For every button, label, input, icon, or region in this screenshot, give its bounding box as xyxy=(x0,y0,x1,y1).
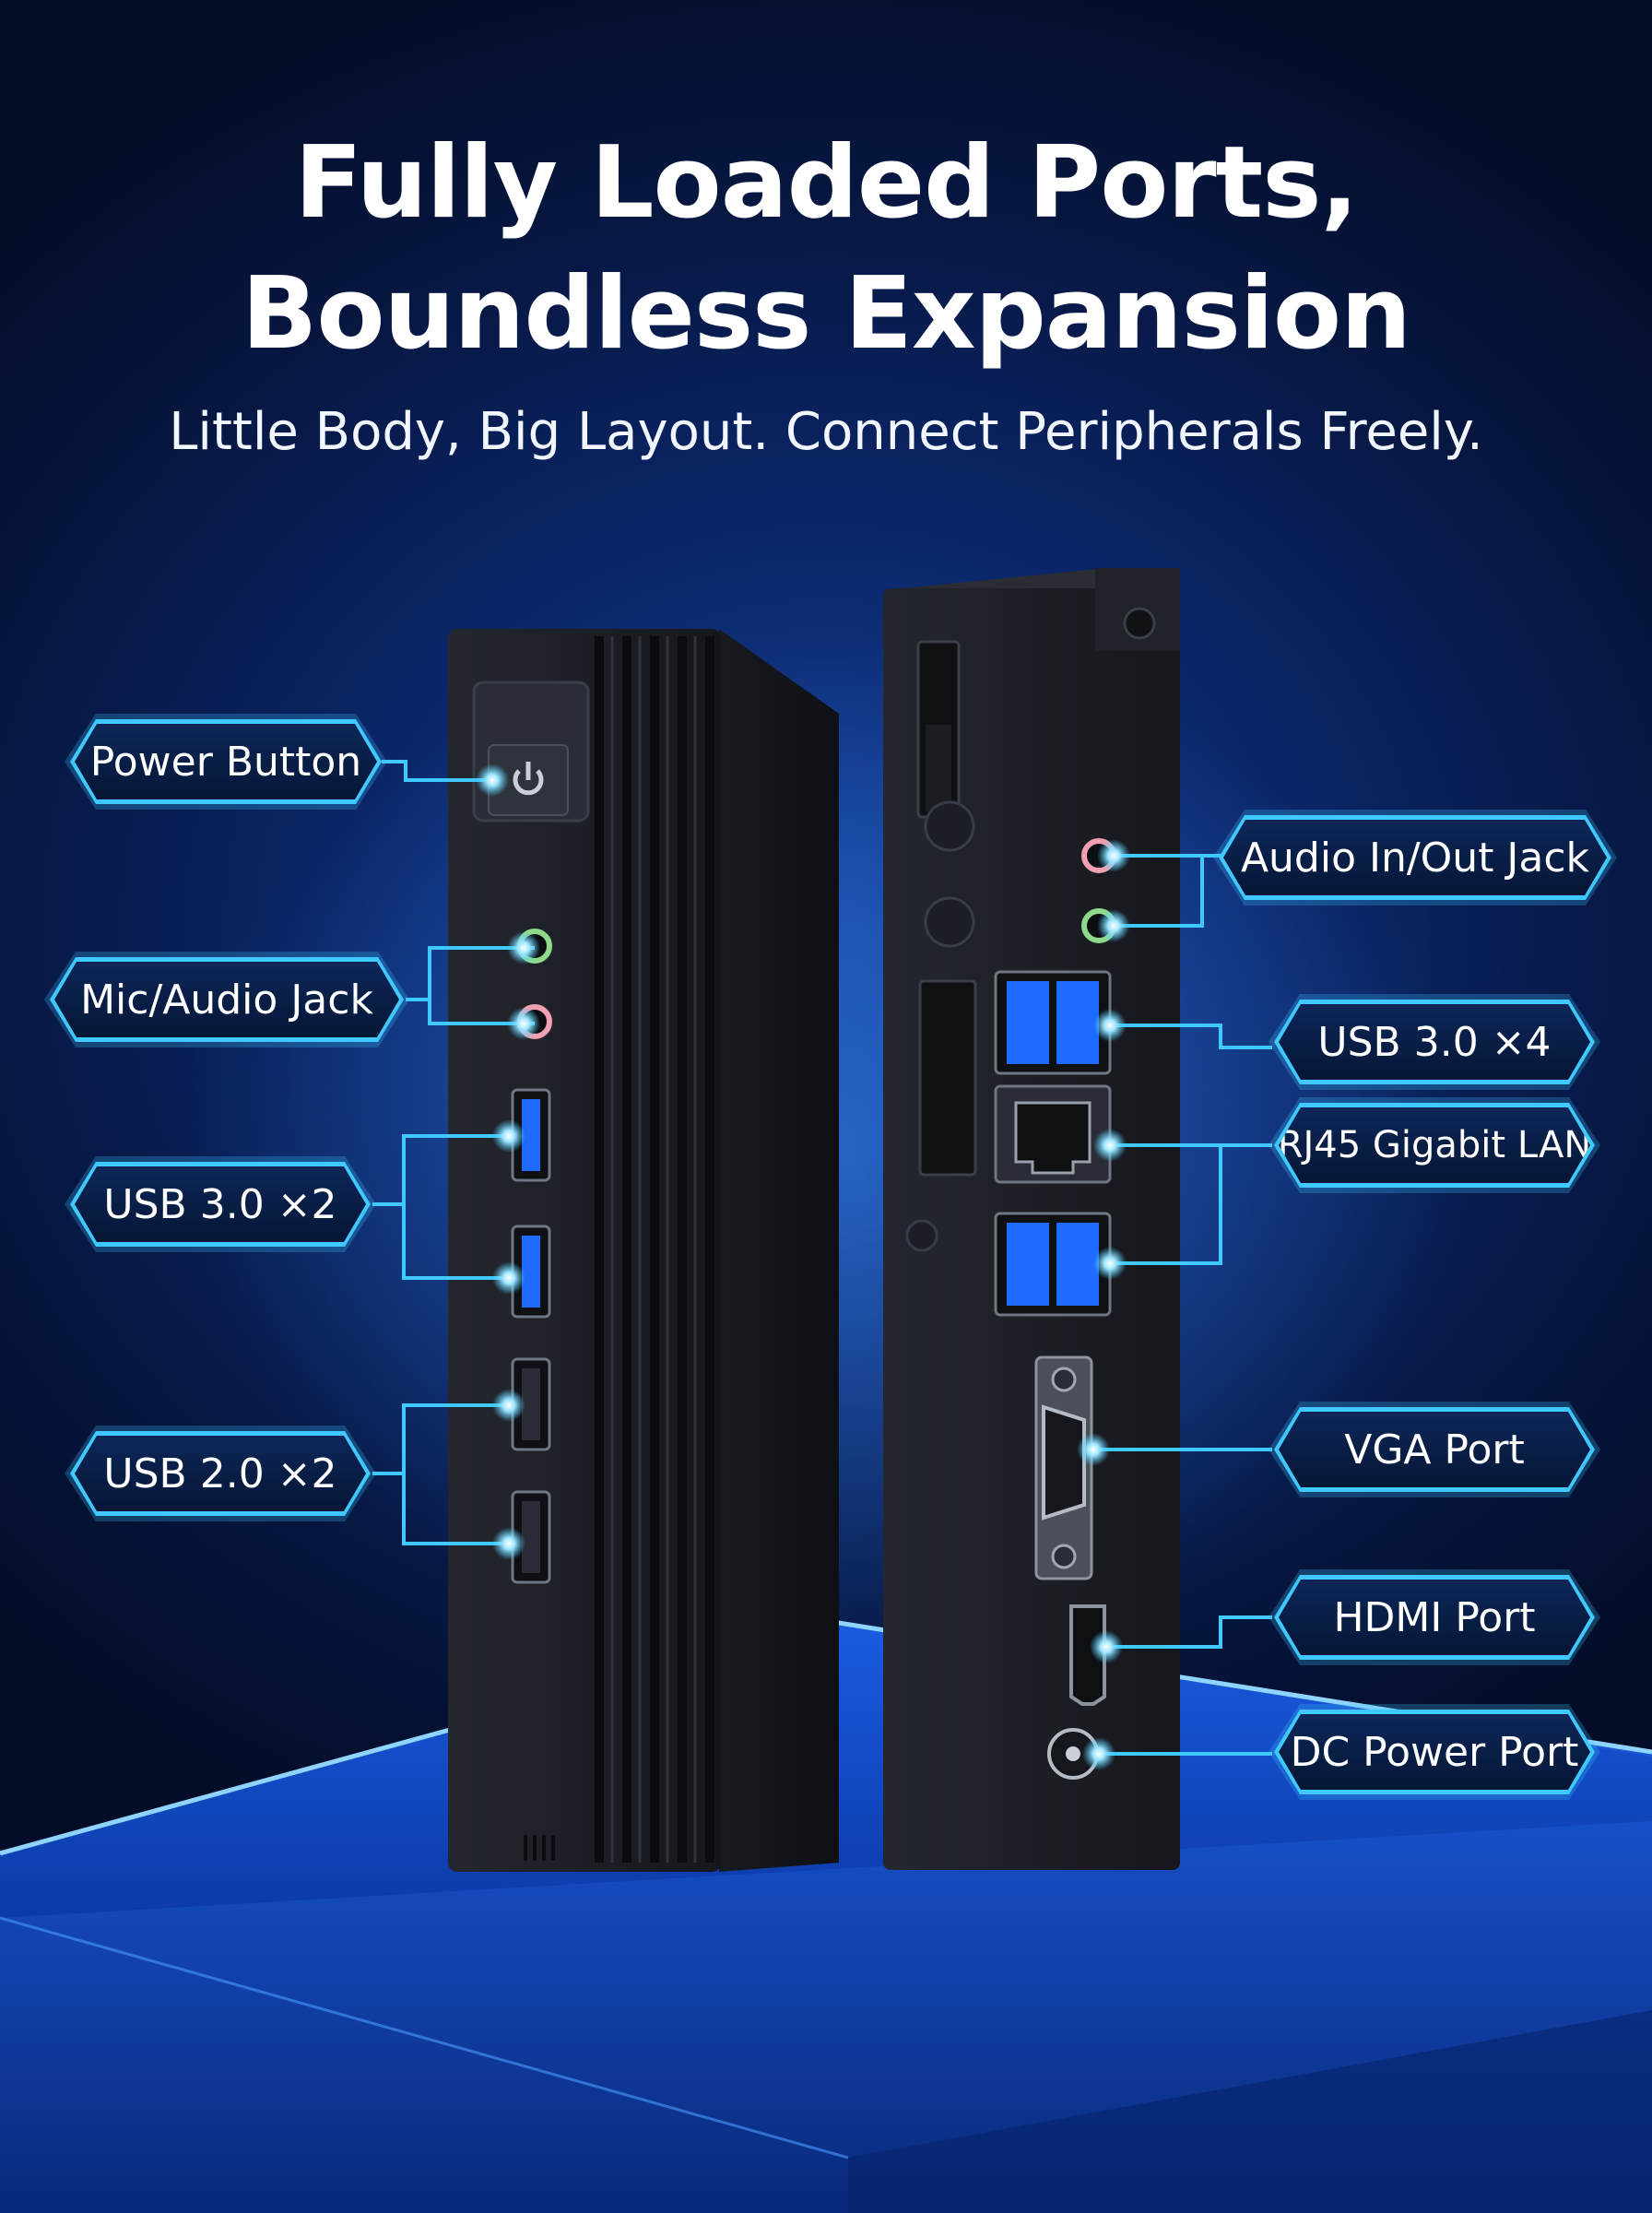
label-usb30-rear-text: USB 3.0 ×4 xyxy=(1279,1004,1590,1080)
label-audio-in-out: Audio In/Out Jack xyxy=(1213,810,1617,905)
page-subtitle: Little Body, Big Layout. Connect Periphe… xyxy=(169,402,1483,462)
glow-points xyxy=(476,763,1130,1770)
label-vga-text: VGA Port xyxy=(1279,1412,1590,1487)
label-power-button-text: Power Button xyxy=(75,724,377,799)
title-line-2: Boundless Expansion xyxy=(242,256,1411,372)
title-line-1: Fully Loaded Ports, xyxy=(294,125,1358,241)
label-power-button: Power Button xyxy=(65,714,387,810)
label-rj45: RJ45 Gigabit LAN xyxy=(1268,1097,1600,1193)
label-usb30-front: USB 3.0 ×2 xyxy=(65,1156,376,1252)
label-mic-audio-text: Mic/Audio Jack xyxy=(54,962,399,1037)
power-icon xyxy=(513,762,544,796)
page-title: Fully Loaded Ports, Boundless Expansion xyxy=(0,118,1652,380)
vga-port[interactable] xyxy=(1042,1404,1086,1521)
vent-grille xyxy=(595,636,714,1863)
label-usb30-front-text: USB 3.0 ×2 xyxy=(75,1166,366,1242)
label-usb30-rear: USB 3.0 ×4 xyxy=(1268,994,1600,1090)
label-usb20-front-text: USB 2.0 ×2 xyxy=(75,1436,366,1511)
label-audio-in-out-text: Audio In/Out Jack xyxy=(1223,820,1607,895)
connector-lines xyxy=(372,760,1272,1756)
label-dc-power: DC Power Port xyxy=(1268,1704,1600,1800)
label-rj45-text: RJ45 Gigabit LAN xyxy=(1279,1107,1590,1183)
label-dc-power-text: DC Power Port xyxy=(1279,1714,1590,1790)
front-unit xyxy=(448,629,839,1872)
label-usb20-front: USB 2.0 ×2 xyxy=(65,1426,376,1521)
label-hdmi: HDMI Port xyxy=(1268,1569,1600,1665)
label-mic-audio: Mic/Audio Jack xyxy=(44,952,409,1047)
hdmi-port[interactable] xyxy=(1069,1604,1106,1706)
label-hdmi-text: HDMI Port xyxy=(1279,1580,1590,1655)
label-vga: VGA Port xyxy=(1268,1402,1600,1497)
rear-unit xyxy=(883,568,1180,1870)
